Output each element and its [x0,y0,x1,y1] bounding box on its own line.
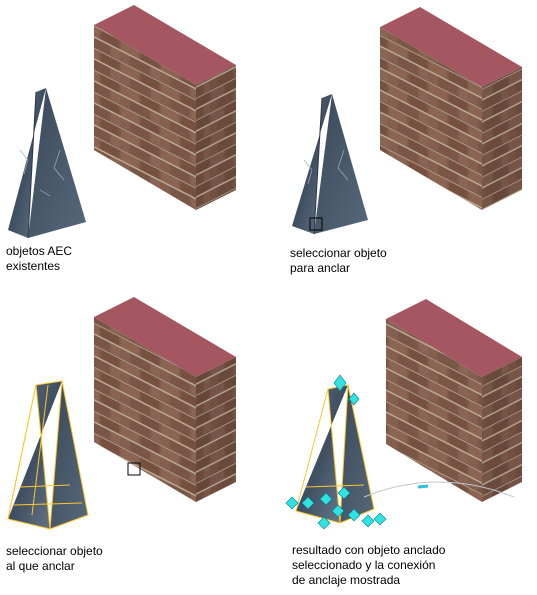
panel-anchored-result: resultado con objeto anclado seleccionad… [268,297,537,595]
scene-anchored-result [285,299,522,530]
caption-existing-objects: objetos AEC existentes [6,244,73,273]
scene-select-object-to-anchor [292,7,522,235]
stone-obelisk [292,94,368,235]
pick-box-icon [309,217,323,231]
scene-existing-objects [8,5,236,239]
brick-wall [94,5,236,210]
anchor-marker [417,484,429,489]
scene-select-target-object [7,297,236,530]
grip-icons[interactable] [285,374,387,530]
panel-existing-objects: objetos AEC existentes [0,0,268,297]
brick-wall [94,297,236,502]
caption-anchored-result: resultado con objeto anclado seleccionad… [292,543,446,587]
panel-select-target-object: seleccionar objeto al que anclar [0,297,268,595]
caption-select-target-object: seleccionar objeto al que anclar [6,544,103,573]
anchor-connection-line [363,481,515,498]
stone-obelisk [8,88,86,239]
panel-select-object-to-anchor: seleccionar objeto para anclar [268,0,537,297]
pick-box-icon [127,462,141,476]
brick-wall [380,7,522,210]
caption-select-object-to-anchor: seleccionar objeto para anclar [290,246,387,275]
brick-wall [386,299,522,502]
stone-obelisk-selected [7,380,89,530]
